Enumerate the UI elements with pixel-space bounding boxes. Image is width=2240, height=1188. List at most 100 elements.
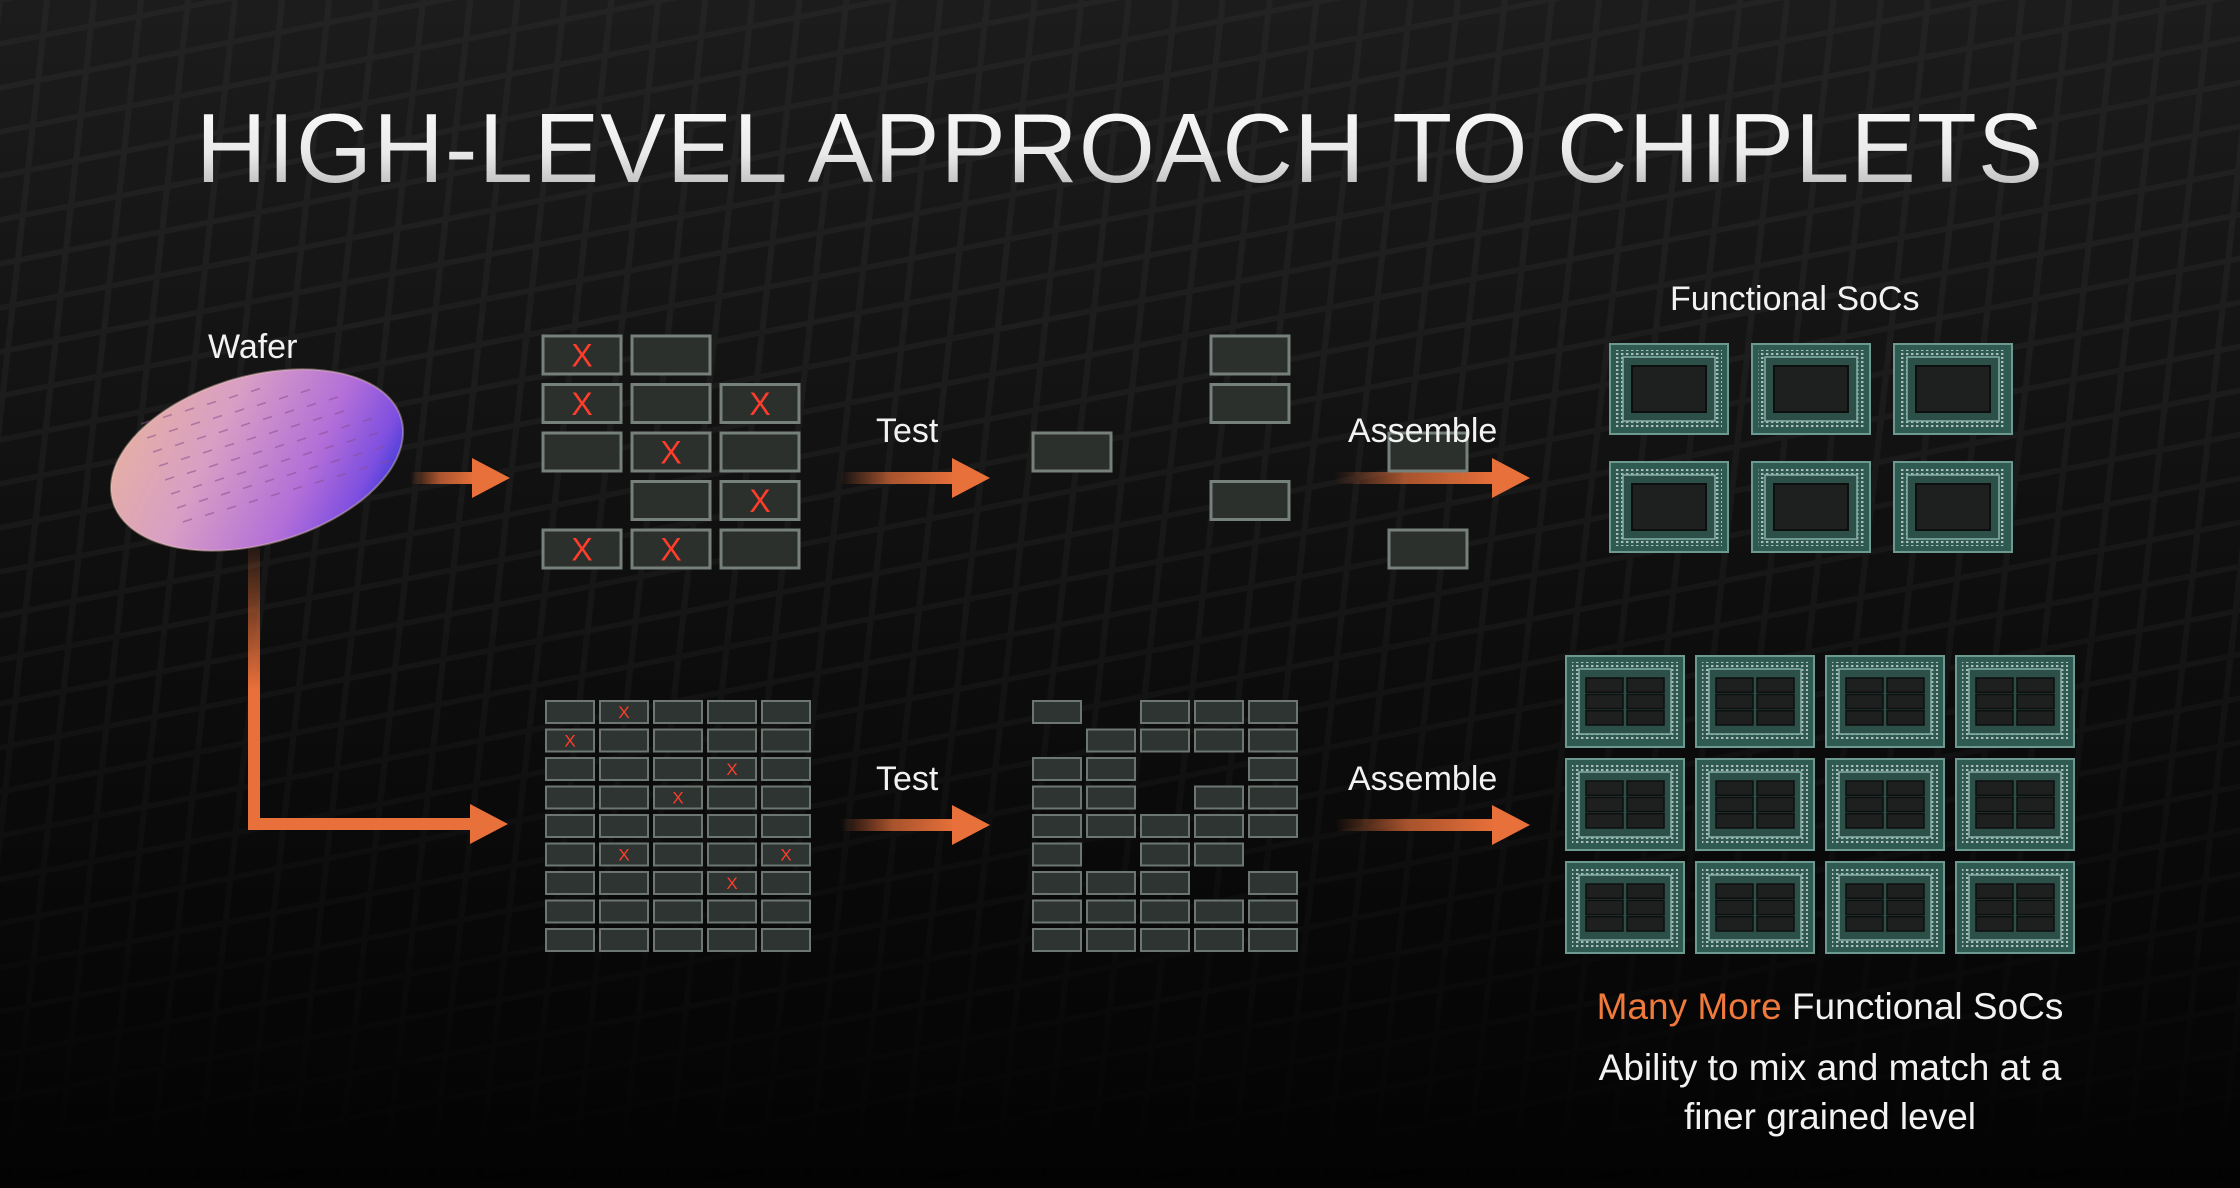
die-cell xyxy=(719,383,801,424)
good-die xyxy=(1194,728,1244,753)
die-cell xyxy=(761,899,811,924)
die-cell xyxy=(630,528,712,570)
die-cell xyxy=(653,814,703,838)
soc-package xyxy=(1609,461,1729,553)
test-label-bottom: Test xyxy=(876,760,939,798)
soc-package xyxy=(1893,461,2013,553)
die-cell xyxy=(599,842,649,867)
caption-rest: Functional SoCs xyxy=(1781,986,2064,1027)
die-cell xyxy=(599,757,649,781)
good-die xyxy=(1032,757,1082,781)
defect-mark: X xyxy=(571,338,592,374)
defect-mark: X xyxy=(660,532,681,568)
die-cell xyxy=(707,928,757,952)
good-die xyxy=(1140,899,1190,924)
defect-mark: X xyxy=(780,846,791,865)
defect-mark: X xyxy=(618,703,629,722)
die-cell xyxy=(653,928,703,952)
die-cell xyxy=(707,700,757,724)
die-cell xyxy=(599,785,649,810)
wafer-icon xyxy=(109,368,405,552)
die-cell xyxy=(653,899,703,924)
good-die xyxy=(1194,899,1244,924)
soc-package xyxy=(1893,343,2013,435)
die-cell xyxy=(599,728,649,753)
good-die xyxy=(1086,785,1136,810)
arrow-wafer-to-dies-bottom xyxy=(248,548,508,844)
arrow-assemble-top xyxy=(1335,458,1530,498)
die-cell xyxy=(599,814,649,838)
assemble-label-bottom: Assemble xyxy=(1348,760,1498,798)
die-cell xyxy=(599,928,649,952)
defect-mark: X xyxy=(726,874,737,893)
die-cell xyxy=(707,814,757,838)
die-cell xyxy=(761,700,811,724)
die-cell xyxy=(707,899,757,924)
good-die xyxy=(1248,899,1298,924)
soc-package xyxy=(1825,861,1945,954)
die-cell xyxy=(541,334,623,376)
good-die xyxy=(1194,700,1244,724)
soc-package xyxy=(1565,758,1685,851)
wafer-label: Wafer xyxy=(208,328,298,366)
good-die xyxy=(1032,842,1082,867)
die-cell xyxy=(599,871,649,895)
page-title: HIGH-LEVEL APPROACH TO CHIPLETS xyxy=(0,92,2240,205)
soc-package xyxy=(1751,461,1871,553)
die-cell xyxy=(653,700,703,724)
defect-mark: X xyxy=(571,386,592,422)
die-cell xyxy=(719,431,801,473)
good-die xyxy=(1194,842,1244,867)
functional-socs-top xyxy=(1609,343,2013,553)
good-die xyxy=(1032,871,1082,895)
good-die xyxy=(1248,871,1298,895)
die-cell xyxy=(719,528,801,570)
good-die xyxy=(1248,814,1298,838)
good-die xyxy=(1086,899,1136,924)
good-die xyxy=(1032,700,1082,724)
die-cell xyxy=(707,842,757,867)
good-die xyxy=(1387,431,1469,473)
die-cell xyxy=(630,383,712,424)
die-cell xyxy=(630,480,712,521)
die-cell xyxy=(653,842,703,867)
good-die xyxy=(1140,728,1190,753)
die-cell xyxy=(545,785,595,810)
die-cell xyxy=(761,728,811,753)
die-cell xyxy=(761,871,811,895)
large-good-dies xyxy=(1031,334,1469,570)
good-die xyxy=(1209,334,1291,376)
die-cell xyxy=(761,785,811,810)
good-die xyxy=(1194,814,1244,838)
soc-package xyxy=(1565,861,1685,954)
soc-package xyxy=(1751,343,1871,435)
soc-package xyxy=(1825,655,1945,748)
soc-package xyxy=(1609,343,1729,435)
die-cell xyxy=(630,334,712,376)
good-die xyxy=(1194,928,1244,952)
assemble-label-top: Assemble xyxy=(1348,412,1498,450)
die-cell xyxy=(761,757,811,781)
good-die xyxy=(1209,480,1291,521)
die-cell xyxy=(707,728,757,753)
good-die xyxy=(1086,871,1136,895)
die-cell xyxy=(545,728,595,753)
good-die xyxy=(1140,814,1190,838)
good-die xyxy=(1032,785,1082,810)
arrow-test-top xyxy=(840,458,990,498)
good-die xyxy=(1387,528,1469,570)
small-good-dies xyxy=(1032,700,1298,952)
die-cell xyxy=(707,871,757,895)
die-cell xyxy=(761,928,811,952)
good-die xyxy=(1031,431,1113,473)
die-cell xyxy=(545,757,595,781)
die-cell xyxy=(707,785,757,810)
die-cell xyxy=(653,757,703,781)
good-die xyxy=(1086,757,1136,781)
caption-line-3: finer grained level xyxy=(1683,1096,1977,1137)
good-die xyxy=(1086,728,1136,753)
arrow-assemble-bottom xyxy=(1335,805,1530,845)
defect-mark: X xyxy=(618,846,629,865)
soc-package xyxy=(1565,655,1685,748)
